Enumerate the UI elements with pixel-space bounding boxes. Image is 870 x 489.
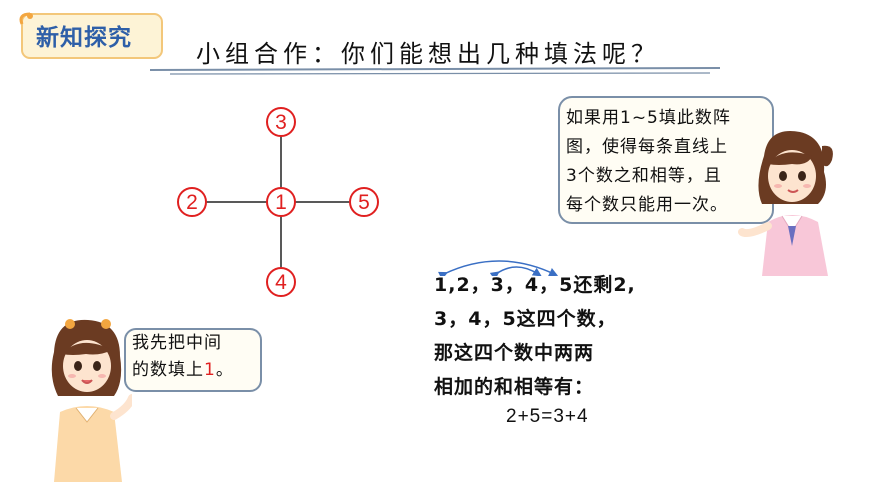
work-line-4: 相加的和相等有：: [434, 376, 595, 398]
node-left: 2: [177, 187, 207, 217]
node-center: 1: [266, 187, 296, 217]
student-line-2-value: 1: [204, 360, 216, 380]
teacher-speech-bubble: [558, 96, 774, 224]
node-bottom: 4: [266, 267, 296, 297]
section-badge: [19, 12, 163, 59]
svg-text:4: 4: [275, 271, 287, 294]
arc-inner: [489, 266, 542, 276]
girl-illustration-right: [738, 131, 833, 276]
work-line-2: 3，4，5这四个数，: [434, 308, 617, 330]
page-title: 小组合作：你们能想出几种填法呢？: [196, 40, 660, 68]
girl-illustration-left: [51, 319, 132, 482]
node-right: 5: [349, 187, 379, 217]
svg-text:1: 1: [275, 191, 287, 214]
svg-text:3: 3: [275, 111, 287, 134]
svg-text:5: 5: [358, 191, 370, 214]
work-line-3: 那这四个数中两两: [434, 342, 595, 364]
node-top: 3: [266, 107, 296, 137]
student-line-2: 的数填上1。: [132, 357, 256, 384]
student-line-2-prefix: 的数填上: [132, 360, 204, 380]
pairing-arcs: [438, 260, 559, 276]
student-line-1: 我先把中间: [132, 333, 222, 353]
arc-outer: [438, 260, 559, 276]
teacher-line-2: 图，使得每条直线上: [566, 137, 728, 157]
work-line-1: 1,2，3，4，5还剩2,: [434, 274, 636, 296]
student-speech-bubble: [124, 328, 262, 392]
student-line-2-suffix: 。: [215, 360, 234, 380]
teacher-line-4: 每个数只能用一次。: [566, 195, 728, 215]
equation: 2+5=3+4: [506, 406, 589, 427]
teacher-line-3: 3个数之和相等，且: [566, 166, 722, 186]
title-underline: [150, 67, 720, 75]
teacher-speech-text: 如果用1~5填此数阵 图，使得每条直线上 3个数之和相等，且 每个数只能用一次。: [566, 104, 770, 220]
teacher-line-1: 如果用1~5填此数阵: [566, 108, 731, 128]
number-cross-diagram: 3 2 1 5 4: [177, 107, 379, 297]
svg-text:2: 2: [186, 191, 198, 214]
section-badge-label: 新知探究: [36, 25, 132, 51]
student-speech-text: 我先把中间 的数填上1。: [132, 330, 256, 384]
